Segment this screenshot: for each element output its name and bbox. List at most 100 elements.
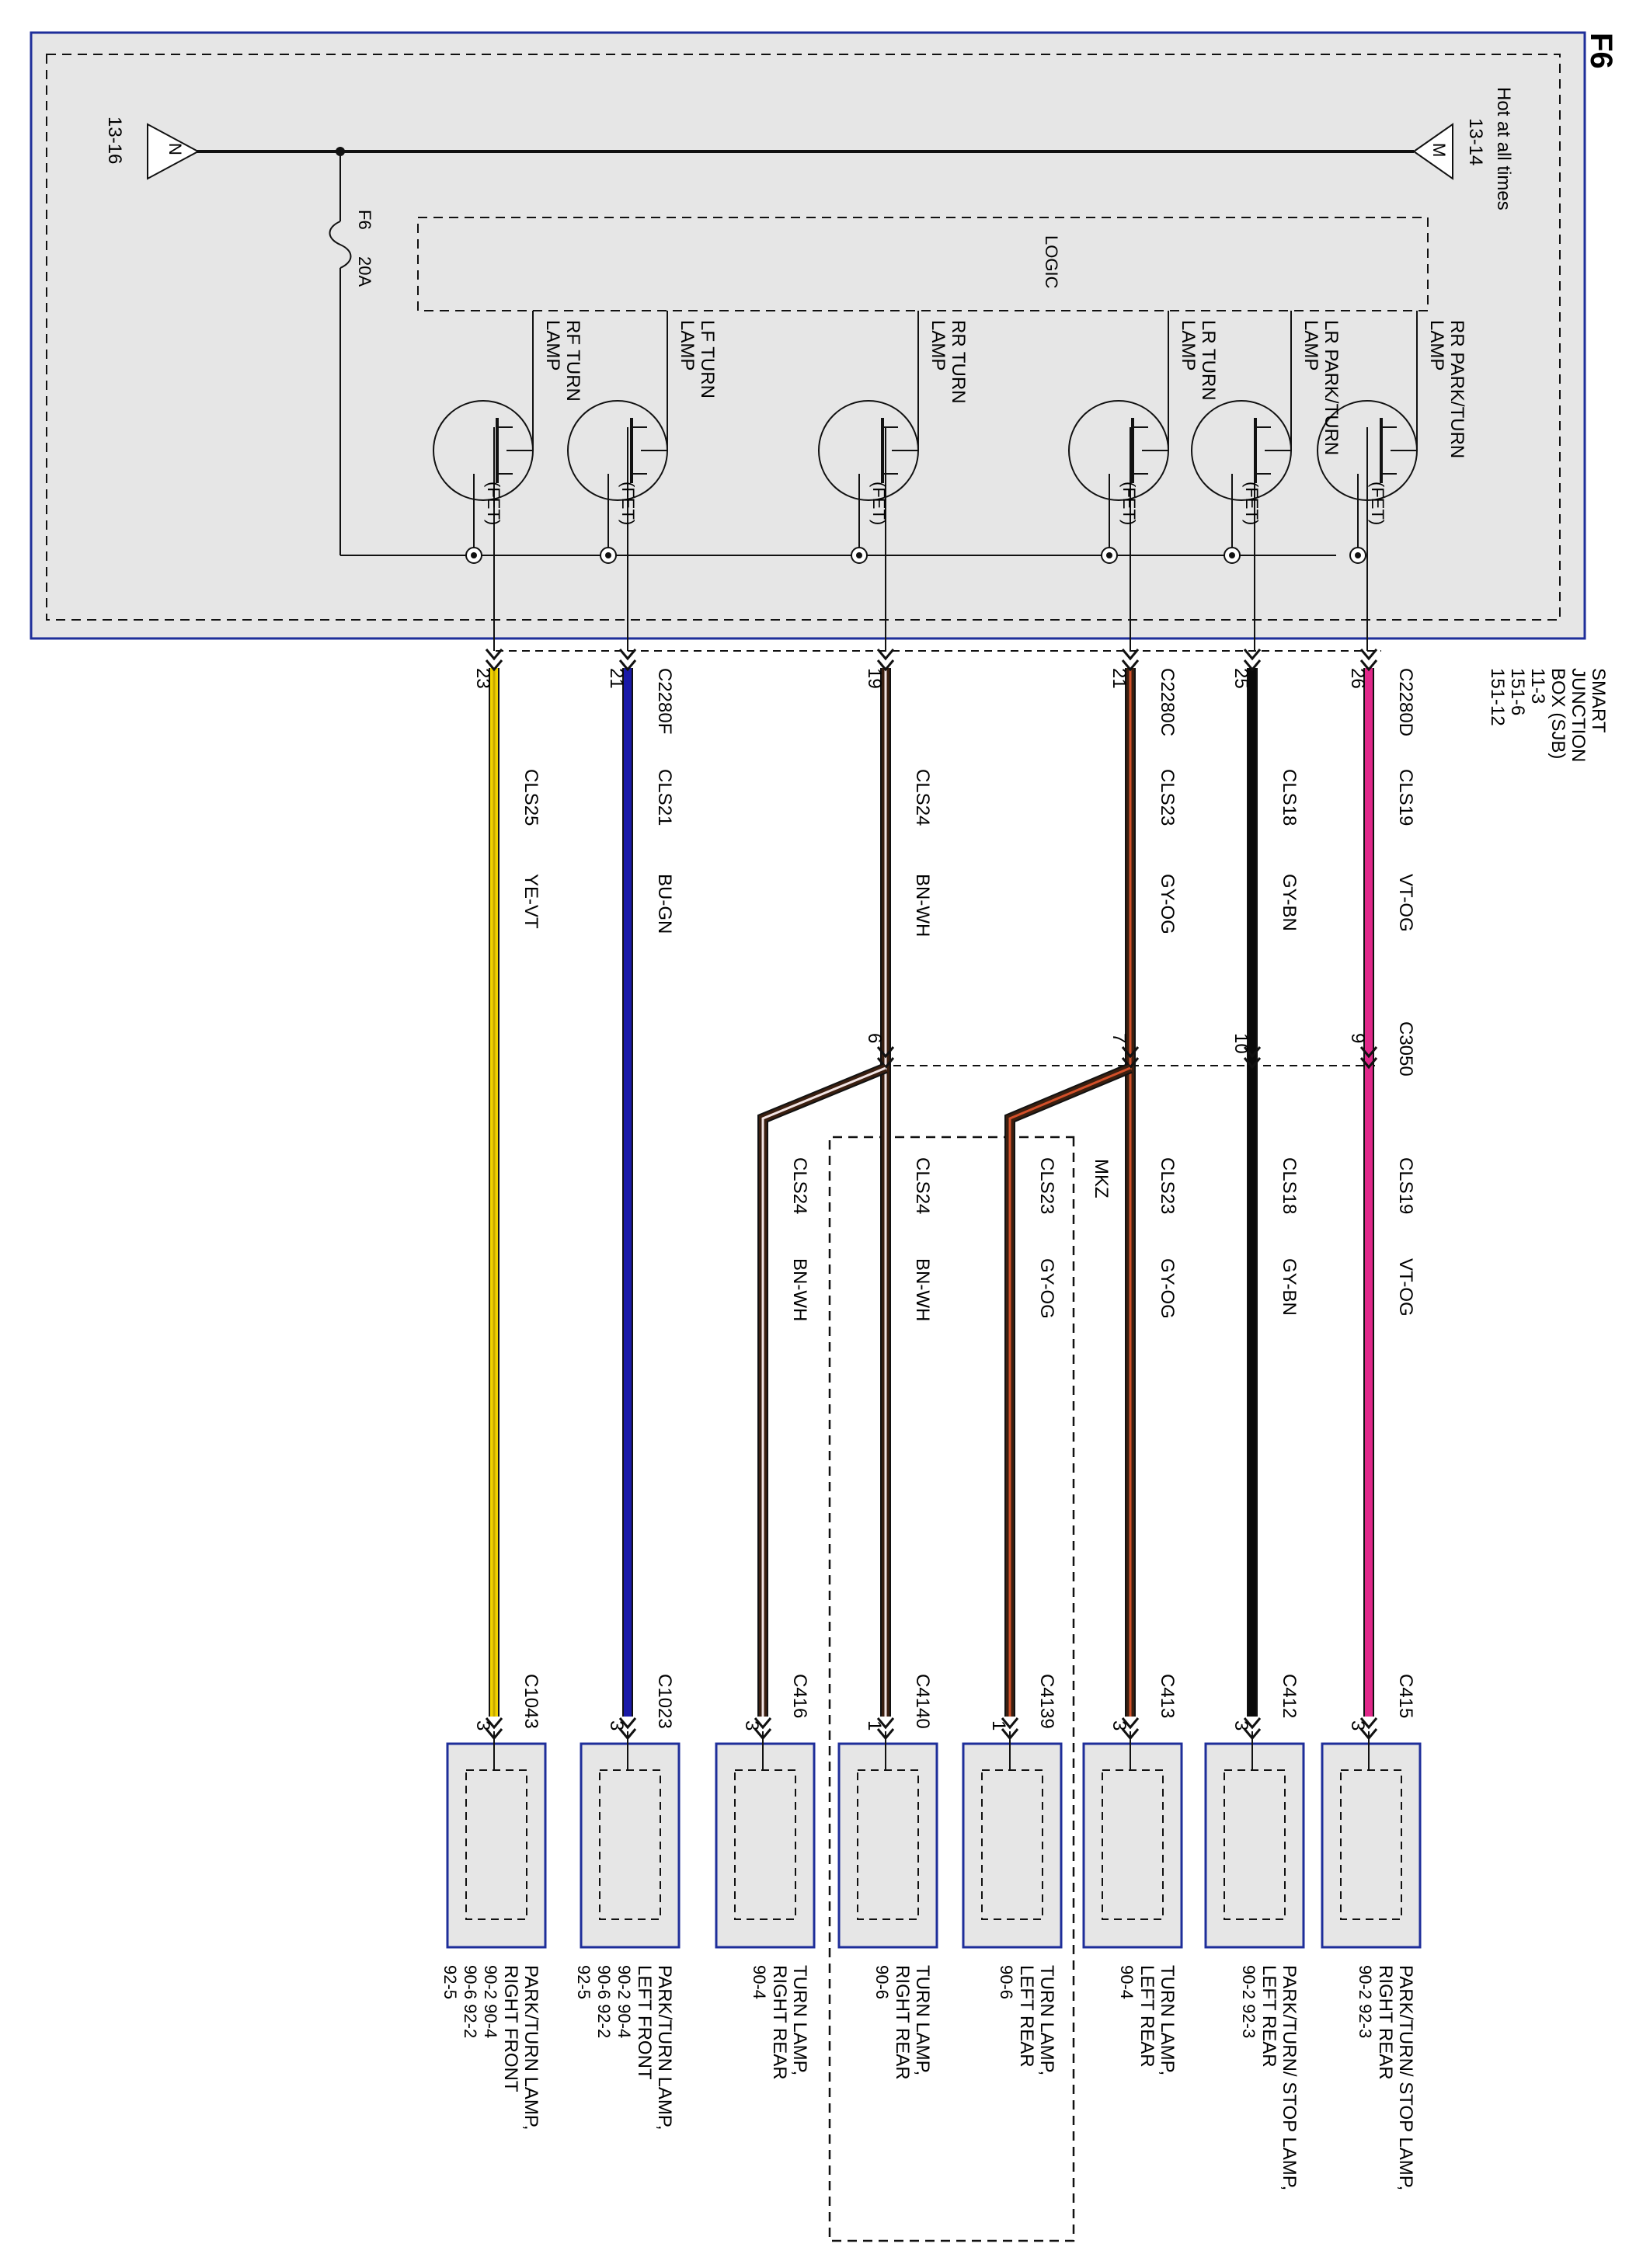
circuit-id: CLS18 <box>1279 769 1300 826</box>
fet-name: LF TURN <box>697 320 718 398</box>
circuit-id: CLS23 <box>1157 769 1178 826</box>
component-name-line: TURN LAMP, <box>789 1965 810 2075</box>
fet-lamp-word: LAMP <box>1178 320 1199 370</box>
fet-type-label: (FET) <box>869 482 889 525</box>
fet-lamp-word: LAMP <box>677 320 698 370</box>
lamp-box <box>837 1742 938 1949</box>
color-code: GY-BN <box>1279 874 1300 931</box>
sjb-pin: 21 <box>606 668 627 689</box>
end-connector: C4140 <box>912 1674 933 1729</box>
logic-label: LOGIC <box>1042 235 1061 289</box>
end-connector-arrow <box>1001 1717 1019 1730</box>
sjb-pin: 26 <box>1347 668 1368 689</box>
fet-name: RR TURN <box>948 320 969 404</box>
end-connector-arrow <box>1243 1717 1262 1730</box>
from-ref: 13-14 <box>1465 118 1486 165</box>
lamp-box <box>1321 1742 1422 1949</box>
sjb-connector: C2280C <box>1157 668 1178 736</box>
inline-pin: 6 <box>864 1033 885 1043</box>
inline-pin: 9 <box>1347 1033 1368 1043</box>
sjb-connector-arrow <box>876 649 895 661</box>
inline-connector-arrow-2 <box>1359 1057 1378 1070</box>
ground-junction-dot <box>471 552 477 558</box>
end-connector: C1023 <box>654 1674 675 1729</box>
fet-name: LR PARK/TURN <box>1321 320 1342 455</box>
component-name-line: TURN LAMP, <box>912 1965 933 2075</box>
sjb-text-5: 151-12 <box>1487 668 1508 726</box>
sjb-pin: 25 <box>1231 668 1251 689</box>
end-pin: 3 <box>1109 1720 1130 1731</box>
component-name-line: RIGHT REAR <box>1375 1965 1396 2080</box>
fuse-id: F6 <box>355 210 374 230</box>
hot-caption: Hot at all times <box>1493 87 1514 210</box>
sjb-connector-arrow <box>1243 649 1262 661</box>
fet-type-label: (FET) <box>1119 482 1139 525</box>
color-code-2: GY-BN <box>1279 1258 1300 1316</box>
component-ref: 90-2 90-4 <box>481 1965 500 2038</box>
sjb-inner-dashed <box>46 54 1561 621</box>
end-pin: 1 <box>988 1720 1009 1731</box>
fet-type-label: (FET) <box>1242 482 1262 525</box>
fuse-rating: 20A <box>355 256 374 287</box>
to-ref: 13-16 <box>104 117 125 164</box>
end-pin: 1 <box>864 1720 885 1731</box>
end-pin: 3 <box>741 1720 762 1731</box>
color-code: VT-OG <box>1395 874 1416 932</box>
mkz-label: MKZ <box>1091 1159 1112 1198</box>
color-code: BN-WH <box>912 874 933 937</box>
triangle-m <box>1412 123 1453 180</box>
component-ref: 90-6 <box>997 1965 1016 1999</box>
component-ref: 90-6 92-2 <box>461 1965 480 2038</box>
component-ref: 90-6 92-2 <box>594 1965 614 2038</box>
ground-junction-dot <box>1229 552 1235 558</box>
end-pin: 3 <box>472 1720 493 1731</box>
sjb-connector-arrow-2 <box>1359 659 1378 672</box>
component-name-line: PARK/TURN/ STOP LAMP, <box>1279 1965 1300 2190</box>
component-name-line: LEFT REAR <box>1016 1965 1037 2068</box>
wire-stripe <box>1008 1066 1131 1717</box>
lamp-box <box>580 1742 681 1949</box>
circuit-id: CLS23 <box>1036 1157 1057 1214</box>
end-connector-arrow <box>618 1717 637 1730</box>
sjb-connector-arrow-2 <box>1121 659 1140 672</box>
lamp-box <box>962 1742 1063 1949</box>
component-ref: 90-2 90-4 <box>614 1965 634 2038</box>
sjb-pin: 19 <box>864 668 885 689</box>
wire-mkz_lr_turn <box>1004 1063 1133 1717</box>
sjb-connector-arrow <box>1359 649 1378 661</box>
end-connector-arrow <box>1359 1717 1378 1730</box>
sjb-pin: 21 <box>1109 668 1130 689</box>
sjb-box <box>30 31 1586 640</box>
lamp-box <box>1204 1742 1305 1949</box>
circuit-id: CLS25 <box>520 769 541 826</box>
color-code: GY-OG <box>1157 874 1178 934</box>
component-name-line: RIGHT FRONT <box>500 1965 521 2092</box>
component-ref: 90-2 92-3 <box>1356 1965 1375 2038</box>
end-connector: C415 <box>1395 1674 1416 1718</box>
lamp-inner <box>1224 1769 1286 1920</box>
ground-junction-dot <box>856 552 862 558</box>
end-connector-arrow <box>1121 1717 1140 1730</box>
ground-junction-dot <box>1355 552 1361 558</box>
inline-connector-arrow <box>1243 1046 1262 1059</box>
component-ref: 92-5 <box>440 1965 460 1999</box>
fet-lamp-word: LAMP <box>928 320 949 370</box>
wire-body <box>759 1064 887 1717</box>
color-code: BN-WH <box>789 1258 810 1321</box>
sjb-connector-arrow-2 <box>876 659 895 672</box>
